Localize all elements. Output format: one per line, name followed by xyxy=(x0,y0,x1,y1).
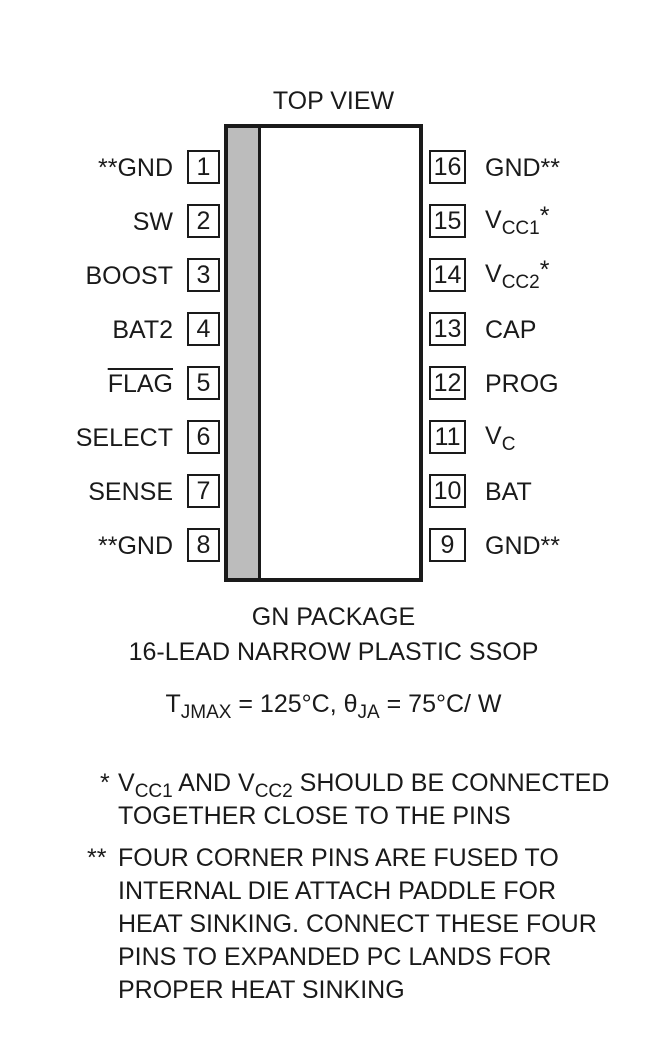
note-2-line-3: HEAT SINKING. CONNECT THESE FOUR xyxy=(118,910,597,938)
note-2-line-4: PINS TO EXPANDED PC LANDS FOR xyxy=(118,943,552,971)
pin-5-label: FLAG xyxy=(107,370,173,398)
note-1-and-v: AND V xyxy=(172,769,255,797)
pin-1-number: 1 xyxy=(187,150,220,184)
thermal-theta-sub: JA xyxy=(357,702,380,723)
pin-1-label: **GND xyxy=(97,154,173,182)
pin-13-label: CAP xyxy=(485,316,537,344)
pin-14-label-suffix: * xyxy=(539,256,550,284)
pin-7-number: 7 xyxy=(187,474,220,508)
note-2-line-1: FOUR CORNER PINS ARE FUSED TO xyxy=(118,844,559,872)
pin-15-label-sub: CC1 xyxy=(501,218,540,239)
thermal-theta-value: = 75°C/ W xyxy=(379,690,502,718)
pin-16-label: GND** xyxy=(485,154,561,182)
pin-10-number: 10 xyxy=(429,474,466,508)
pin-4-number: 4 xyxy=(187,312,220,346)
pin-16-number: 16 xyxy=(429,150,466,184)
thermal-t: T xyxy=(165,690,181,718)
pin-15-label-main: V xyxy=(485,206,502,234)
thermal-t-sub: JMAX xyxy=(180,702,232,723)
package-description: 16-LEAD NARROW PLASTIC SSOP xyxy=(128,638,539,666)
pin-8-label: **GND xyxy=(97,532,173,560)
pin-5-number: 5 xyxy=(187,366,220,400)
ic-package-body xyxy=(224,124,423,582)
pin-2-number: 2 xyxy=(187,204,220,238)
pin-9-number: 9 xyxy=(429,528,466,562)
pin-11-label: VC xyxy=(485,422,515,455)
note-2-line-5: PROPER HEAT SINKING xyxy=(118,976,405,1004)
package-stripe xyxy=(228,128,261,578)
package-name: GN PACKAGE xyxy=(251,603,416,631)
pin-6-label: SELECT xyxy=(75,424,173,452)
thermal-spec: TJMAX = 125°C, θJA = 75°C/ W xyxy=(0,690,667,723)
note-1-line-1: VCC1 AND VCC2 SHOULD BE CONNECTED xyxy=(118,767,610,802)
pin-11-label-sub: C xyxy=(501,434,516,455)
pin-8-number: 8 xyxy=(187,528,220,562)
note-1-tail: SHOULD BE CONNECTED xyxy=(292,769,610,797)
pin-15-label-suffix: * xyxy=(539,202,550,230)
pin-11-number: 11 xyxy=(429,420,466,454)
pin-12-label: PROG xyxy=(485,370,559,398)
thermal-t-value: = 125°C, θ xyxy=(231,690,358,718)
pin-6-number: 6 xyxy=(187,420,220,454)
pin-3-number: 3 xyxy=(187,258,220,292)
pin-7-label: SENSE xyxy=(88,478,173,506)
pin-9-label: GND** xyxy=(485,532,561,560)
note-1-marker: * xyxy=(100,769,110,797)
pin-14-label: VCC2* xyxy=(485,258,549,293)
pin-11-label-main: V xyxy=(485,422,502,450)
pin-2-label: SW xyxy=(132,208,173,236)
note-1-v: V xyxy=(118,769,135,797)
pin-4-label: BAT2 xyxy=(112,316,173,344)
note-1-line-2: TOGETHER CLOSE TO THE PINS xyxy=(118,802,511,830)
pin-15-label: VCC1* xyxy=(485,204,549,239)
pin-10-label: BAT xyxy=(485,478,532,506)
pin-13-number: 13 xyxy=(429,312,466,346)
pin-15-number: 15 xyxy=(429,204,466,238)
pin-12-number: 12 xyxy=(429,366,466,400)
note-2-marker: ** xyxy=(87,844,107,872)
note-2-line-2: INTERNAL DIE ATTACH PADDLE FOR xyxy=(118,877,557,905)
diagram-title: TOP VIEW xyxy=(272,87,395,115)
pin-14-label-sub: CC2 xyxy=(501,272,540,293)
note-1-sub-2: CC2 xyxy=(254,781,293,802)
note-1-sub-1: CC1 xyxy=(134,781,173,802)
pin-14-label-main: V xyxy=(485,260,502,288)
pin-3-label: BOOST xyxy=(85,262,173,290)
pin-14-number: 14 xyxy=(429,258,466,292)
